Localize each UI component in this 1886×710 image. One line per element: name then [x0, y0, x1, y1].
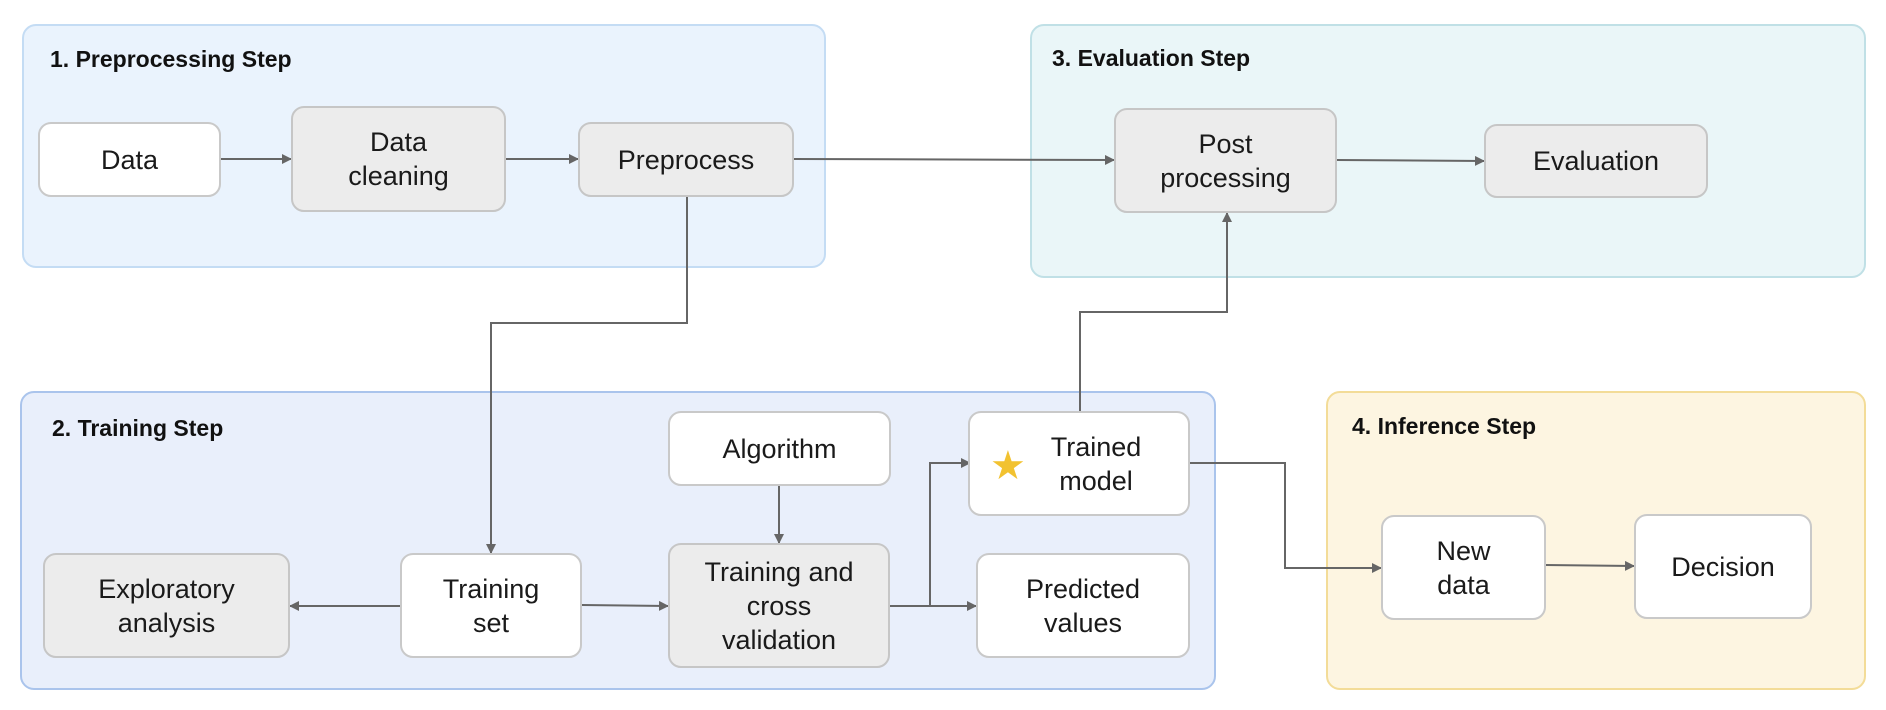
training-step-title: 2. Training Step: [52, 415, 224, 441]
arrow-training-set-to-training-cv: [581, 600, 669, 611]
node-trained-model: ★ Trained model: [968, 411, 1190, 516]
star-icon: ★: [990, 444, 1026, 488]
node-post-processing: Post processing: [1114, 108, 1337, 213]
trained-model-label: Trained model: [1050, 431, 1142, 496]
inference-step-title: 4. Inference Step: [1352, 413, 1537, 439]
arrow-preprocess-to-postprocessing: [793, 154, 1115, 165]
arrow-postprocessing-to-evaluation: [1336, 155, 1485, 166]
node-data-cleaning: Data cleaning: [291, 106, 506, 212]
evaluation-step-title: 3. Evaluation Step: [1052, 45, 1251, 71]
node-algorithm: Algorithm: [668, 411, 891, 486]
node-decision: Decision: [1634, 514, 1812, 619]
arrow-training-cv-to-trained-model: [929, 458, 971, 606]
node-preprocess: Preprocess: [578, 122, 794, 197]
preprocessing-step-title: 1. Preprocessing Step: [50, 46, 292, 72]
arrow-trained-model-to-postprocessing: [1079, 212, 1232, 411]
node-training-cross-validation: Training and cross validation: [668, 543, 890, 668]
arrow-new-data-to-decision: [1544, 560, 1635, 571]
node-training-set: Training set: [400, 553, 582, 658]
node-predicted-values: Predicted values: [976, 553, 1190, 658]
arrow-preprocess-to-training-set: [486, 197, 688, 554]
node-exploratory-analysis: Exploratory analysis: [43, 553, 290, 658]
arrow-trained-model-to-new-data: [1190, 462, 1382, 573]
node-new-data: New data: [1381, 515, 1546, 620]
node-evaluation: Evaluation: [1484, 124, 1708, 198]
node-data: Data: [38, 122, 221, 197]
